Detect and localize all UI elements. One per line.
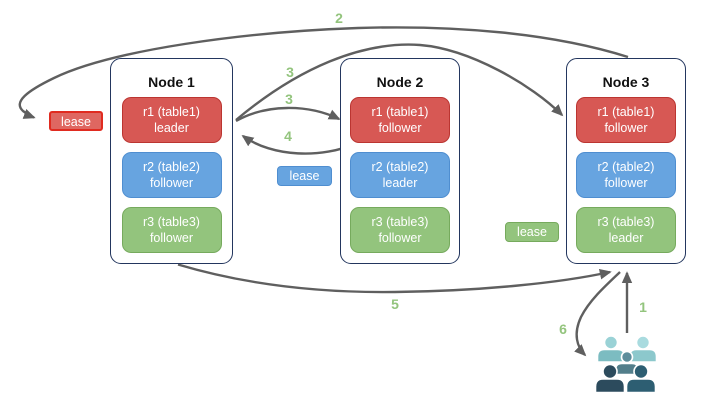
step-label-1: 1: [639, 299, 647, 315]
replica-name: r3 (table3): [143, 215, 200, 229]
replica-name: r3 (table3): [371, 215, 429, 229]
step-label-3a: 3: [286, 64, 294, 80]
node-1-box: Node 1 r1 (table1) leader r2 (table2) fo…: [110, 58, 233, 264]
node-1-title: Node 1: [148, 74, 195, 90]
step-label-4: 4: [284, 128, 292, 144]
step-label-3b: 3: [285, 91, 293, 107]
node-2-box: Node 2 r1 (table1) follower r2 (table2) …: [340, 58, 460, 264]
node-2-title: Node 2: [376, 74, 424, 90]
node2-r3-replica: r3 (table3) follower: [350, 207, 450, 253]
step-label-5: 5: [391, 296, 399, 312]
lease-badge-r1: lease: [49, 111, 103, 131]
node3-r2-replica: r2 (table2) follower: [576, 152, 676, 198]
node-3-title: Node 3: [602, 74, 650, 90]
lease-badge-r2: lease: [277, 166, 332, 186]
users-icon: [594, 335, 658, 394]
replica-name: r2 (table2): [597, 160, 655, 174]
replica-name: r2 (table2): [143, 160, 200, 174]
replica-name: r1 (table1): [371, 105, 429, 119]
node3-r1-replica: r1 (table1) follower: [576, 97, 676, 143]
node3-r3-replica: r3 (table3) leader: [576, 207, 676, 253]
replica-role: follower: [149, 176, 194, 190]
replica-role: follower: [604, 176, 648, 190]
replica-name: r1 (table1): [143, 105, 200, 119]
arrow-step-5: [177, 263, 612, 294]
node2-r1-replica: r1 (table1) follower: [350, 97, 450, 143]
step-label-6: 6: [559, 321, 567, 337]
replica-role: follower: [604, 121, 648, 135]
node1-r3-replica: r3 (table3) follower: [121, 207, 222, 253]
replica-name: r2 (table2): [371, 160, 429, 174]
node1-r2-replica: r2 (table2) follower: [121, 152, 222, 198]
replica-name: r3 (table3): [597, 215, 655, 229]
lease-badge-r3: lease: [505, 222, 559, 242]
node2-r2-replica: r2 (table2) leader: [350, 152, 450, 198]
replica-role: leader: [382, 176, 418, 190]
replica-name: r1 (table1): [597, 105, 655, 119]
arrow-step-6: [574, 271, 621, 357]
arrow-step-3-to-node2: [235, 106, 341, 123]
replica-role: follower: [378, 231, 422, 245]
node1-r1-replica: r1 (table1) leader: [121, 97, 222, 143]
step-label-2: 2: [335, 10, 343, 26]
replica-role: leader: [154, 121, 189, 135]
replica-role: follower: [149, 231, 194, 245]
replica-role: leader: [608, 231, 644, 245]
replica-role: follower: [378, 121, 422, 135]
arrow-step-3-to-node3: [235, 43, 564, 121]
arrow-step-2: [18, 26, 629, 119]
node-3-box: Node 3 r1 (table1) follower r2 (table2) …: [566, 58, 686, 264]
